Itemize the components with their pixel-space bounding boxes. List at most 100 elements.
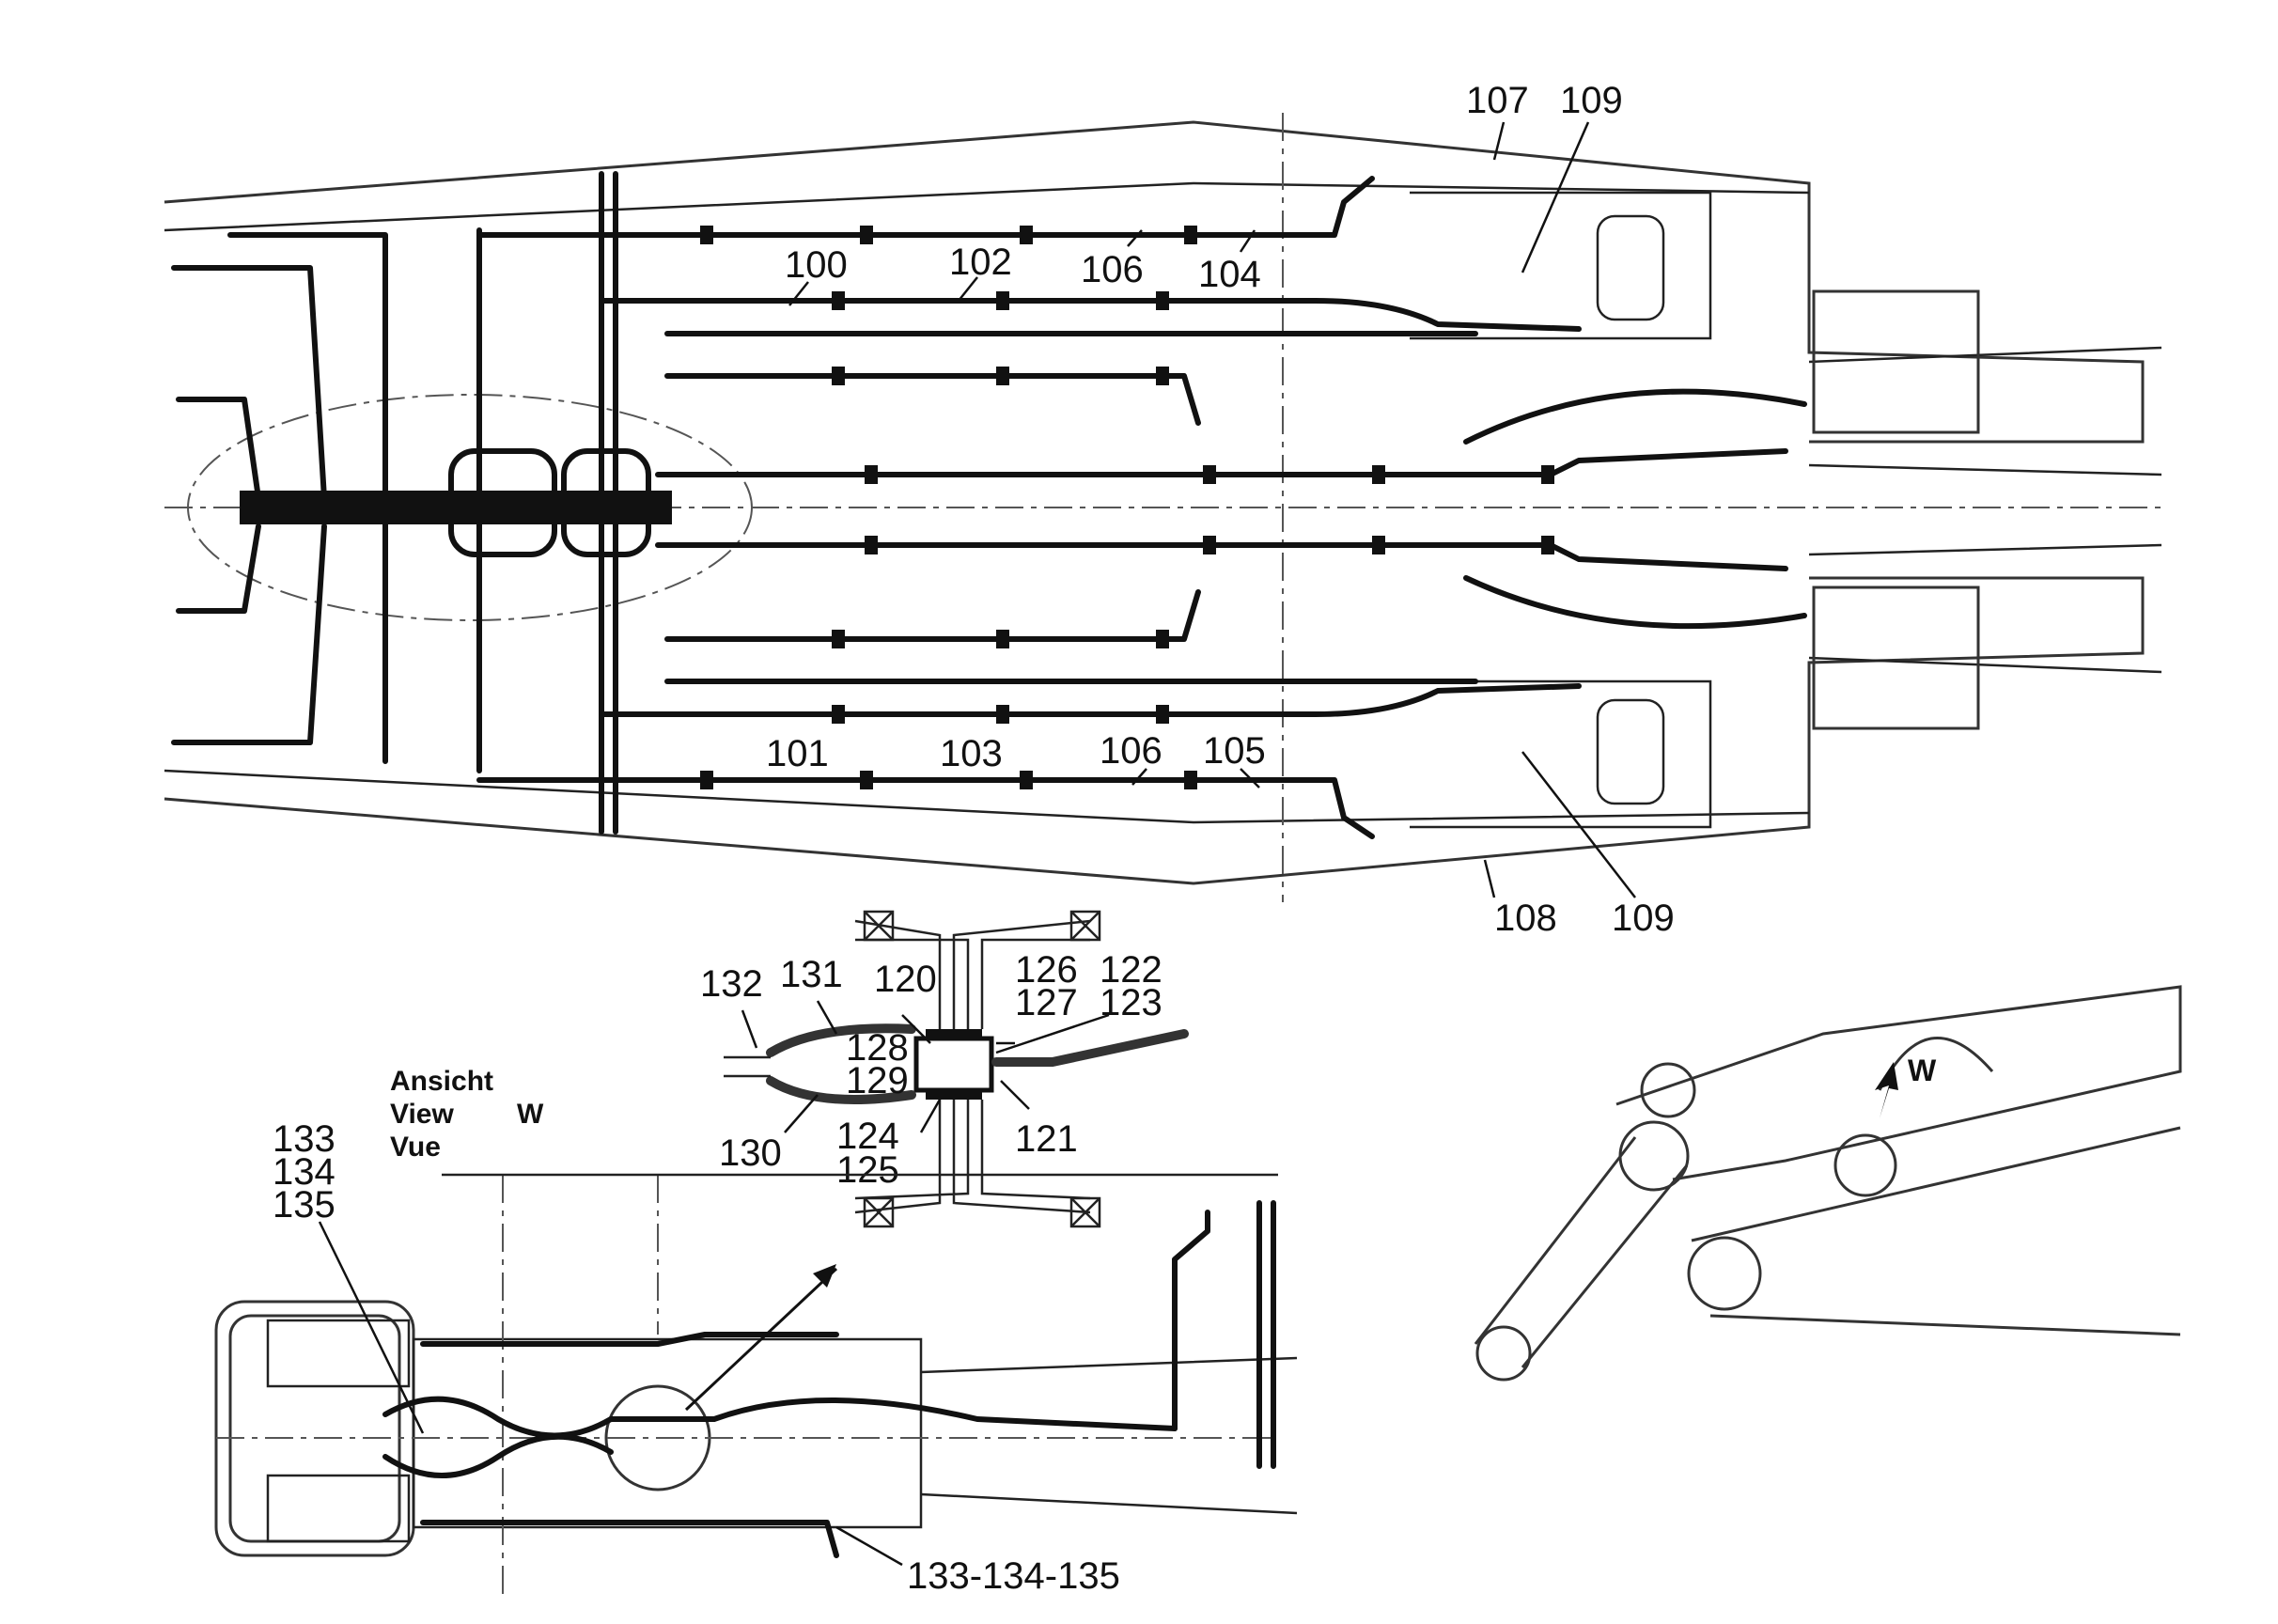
view-label-fr: Vue bbox=[390, 1132, 441, 1163]
hose-100 bbox=[599, 298, 1582, 332]
bottom-leaders bbox=[318, 1221, 903, 1567]
side-pin-lower bbox=[1687, 1236, 1762, 1311]
callout-109-top: 109 bbox=[1560, 80, 1623, 121]
callout-130: 130 bbox=[719, 1132, 782, 1174]
callout-125: 125 bbox=[836, 1149, 899, 1191]
boom-outline-top bbox=[164, 120, 2145, 444]
bottom-hose-riser-2 bbox=[1256, 1200, 1276, 1469]
top-plan-view: 107 109 100 102 106 104 101 103 106 105 … bbox=[164, 80, 2162, 939]
callout-105: 105 bbox=[1203, 730, 1266, 772]
view-label-de: Ansicht bbox=[390, 1066, 493, 1097]
side-pin-end bbox=[1475, 1325, 1532, 1382]
callout-126: 126 bbox=[1015, 949, 1078, 991]
callout-103: 103 bbox=[940, 733, 1003, 774]
side-lower-boom bbox=[1691, 1126, 2181, 1336]
callout-122: 122 bbox=[1100, 949, 1162, 991]
side-pin-mid bbox=[1618, 1120, 1690, 1192]
callout-108: 108 bbox=[1494, 898, 1557, 939]
side-pin-top bbox=[1640, 1062, 1696, 1118]
side-view-letter: W bbox=[1908, 1054, 1937, 1087]
bottom-view-w: 133 134 135 133-134-135 bbox=[214, 1118, 1298, 1598]
hose-line-c bbox=[1463, 388, 1807, 445]
cross-brace-lower bbox=[1410, 679, 1712, 829]
hose-line-b bbox=[655, 448, 1788, 477]
callout-129: 129 bbox=[846, 1060, 909, 1101]
side-arm bbox=[1474, 1136, 1689, 1368]
callout-131: 131 bbox=[780, 954, 843, 995]
callout-127: 127 bbox=[1015, 982, 1078, 1023]
fitting-row-top bbox=[926, 1029, 982, 1040]
hose-line-i bbox=[1463, 575, 1807, 630]
callout-134: 134 bbox=[273, 1151, 335, 1193]
callout-133: 133 bbox=[273, 1118, 335, 1160]
window-upper bbox=[1596, 214, 1665, 321]
callout-109-bottom: 109 bbox=[1612, 898, 1675, 939]
bottom-hose-upper bbox=[420, 1332, 839, 1347]
fitting-row-bottom bbox=[926, 1088, 982, 1100]
pipe-mounts bbox=[863, 910, 1101, 1228]
boom-outline-bottom bbox=[164, 576, 2145, 885]
bottom-frame-outer bbox=[214, 1300, 415, 1557]
head-block-upper bbox=[1812, 289, 1980, 434]
hose-line-a bbox=[664, 373, 1201, 426]
boom-inner-bottom bbox=[164, 769, 1810, 824]
view-w-label: Ansicht View Vue W bbox=[390, 1066, 544, 1163]
callout-106-top: 106 bbox=[1081, 249, 1144, 290]
callout-133-134-135: 133-134-135 bbox=[907, 1555, 1120, 1597]
hose-clamps bbox=[700, 226, 1554, 789]
bottom-block-upper bbox=[266, 1319, 411, 1388]
callout-107: 107 bbox=[1466, 80, 1529, 121]
hose-line-d bbox=[171, 265, 327, 501]
hose-line-h bbox=[655, 542, 1788, 571]
hose-131 bbox=[766, 1023, 916, 1057]
hose-line-e bbox=[176, 397, 261, 501]
window-lower bbox=[1596, 698, 1665, 805]
callout-101: 101 bbox=[766, 733, 829, 774]
manifold-block bbox=[240, 491, 672, 524]
detail-view: 132 131 120 126 127 122 123 128 129 124 … bbox=[700, 910, 1189, 1228]
head-block-lower bbox=[1812, 586, 1980, 730]
boom-inner-top bbox=[164, 181, 1810, 232]
bottom-arm bbox=[920, 1356, 1298, 1515]
bottom-hose-lower bbox=[420, 1520, 839, 1558]
hose-101 bbox=[599, 683, 1582, 717]
bottom-hose-wave bbox=[382, 1396, 1178, 1439]
hose-104 bbox=[476, 176, 1375, 238]
cross-brace-upper bbox=[1410, 191, 1712, 340]
pipe-bundle-up bbox=[854, 919, 1091, 1029]
callout-124: 124 bbox=[836, 1116, 899, 1157]
hose-line-j bbox=[171, 523, 327, 745]
boom-tip-upper bbox=[1808, 346, 2162, 476]
manifold-row bbox=[240, 448, 672, 557]
callout-128: 128 bbox=[846, 1027, 909, 1069]
hose-end-left bbox=[724, 1055, 771, 1078]
callout-121: 121 bbox=[1015, 1118, 1078, 1160]
loop-right bbox=[561, 448, 651, 557]
pivot-circle bbox=[187, 394, 753, 621]
view-label-en: View bbox=[390, 1099, 454, 1130]
callout-104: 104 bbox=[1198, 254, 1261, 295]
hoses-upper bbox=[171, 176, 1807, 773]
boom-tip-lower bbox=[1808, 543, 2162, 674]
top-leaders bbox=[788, 121, 1636, 898]
callout-123: 123 bbox=[1100, 982, 1162, 1023]
pipe-bundle-down bbox=[854, 1100, 1091, 1214]
detail-leaders bbox=[741, 1000, 1110, 1133]
hose-130 bbox=[766, 1076, 916, 1104]
callout-120: 120 bbox=[874, 959, 937, 1000]
hoses-lower bbox=[171, 523, 1807, 839]
distributor-block bbox=[913, 1036, 994, 1093]
hose-105 bbox=[476, 777, 1375, 839]
loop-left bbox=[448, 448, 557, 557]
side-boom bbox=[1615, 985, 2182, 1181]
bottom-block-lower bbox=[266, 1474, 411, 1543]
hose-line-f bbox=[227, 232, 388, 764]
callout-100: 100 bbox=[785, 244, 848, 286]
callout-135: 135 bbox=[273, 1184, 335, 1226]
view-label-letter: W bbox=[517, 1099, 544, 1130]
callout-106-bottom: 106 bbox=[1100, 730, 1162, 772]
hose-line-k bbox=[176, 523, 261, 614]
bottom-hose-wave-2 bbox=[382, 1433, 614, 1478]
hose-line-g bbox=[664, 589, 1201, 642]
side-view-arrow bbox=[1875, 1062, 1898, 1118]
